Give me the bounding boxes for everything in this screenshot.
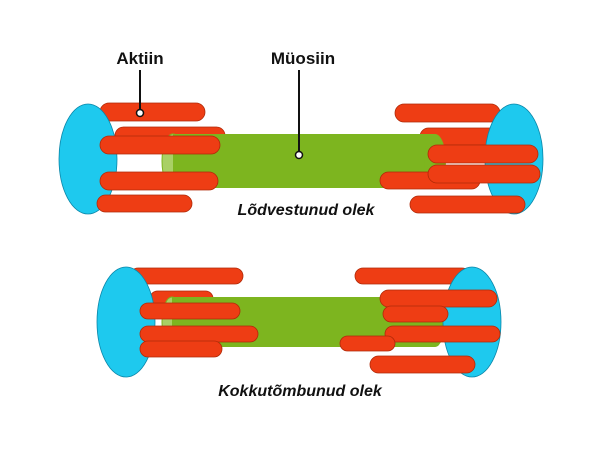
actin-filaments-front — [96, 135, 541, 214]
actin-label: Aktiin — [116, 49, 163, 68]
actin-filament — [427, 164, 541, 184]
myosin-pointer-dot — [294, 150, 304, 160]
actin-filament — [99, 135, 221, 155]
actin-filament — [99, 102, 206, 122]
myosin-label: Müosiin — [271, 49, 335, 68]
actin-filament — [339, 335, 396, 352]
actin-filaments-front — [139, 289, 501, 374]
actin-pointer-dot — [135, 108, 145, 118]
actin-filament — [139, 302, 241, 320]
actin-filament — [369, 355, 476, 374]
actin-filament — [139, 325, 259, 343]
actin-filament — [96, 194, 193, 213]
actin-filament — [139, 340, 223, 358]
actin-filament — [99, 171, 219, 191]
z-disc-left — [96, 266, 156, 378]
actin-filament — [394, 103, 501, 123]
actin-filament — [409, 195, 526, 214]
contracted-sarcomere: Kokkutõmbunud olek — [96, 266, 502, 400]
actin-filament — [379, 289, 498, 308]
actin-filament — [129, 267, 244, 285]
actin-filament — [427, 144, 539, 164]
actin-filament — [384, 325, 501, 343]
contracted-state-label: Kokkutõmbunud olek — [218, 383, 383, 400]
actin-filament — [382, 305, 449, 323]
relaxed-sarcomere: Aktiin Müosiin Lõdvestunud olek — [58, 49, 544, 219]
relaxed-state-label: Lõdvestunud olek — [238, 202, 376, 219]
